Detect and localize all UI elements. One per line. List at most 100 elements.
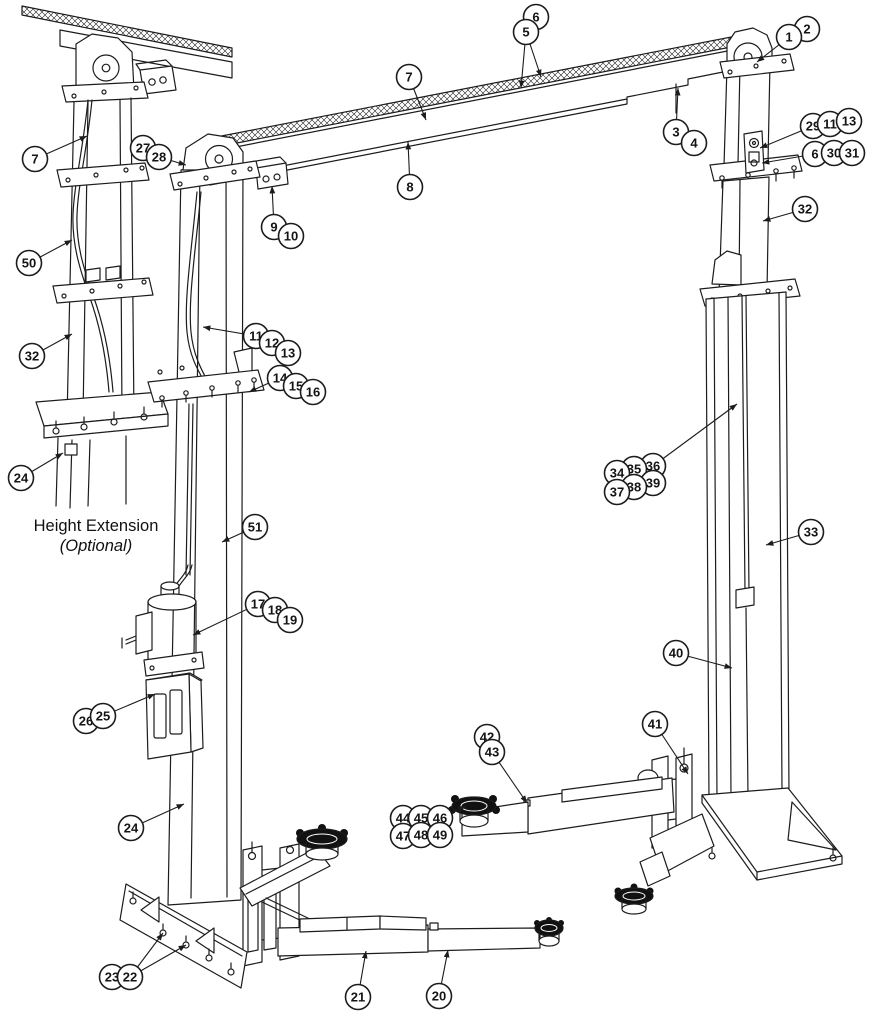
left-carriage-and-arms bbox=[119, 824, 564, 989]
svg-text:11: 11 bbox=[823, 117, 837, 132]
callout-31-14: 31 bbox=[838, 139, 866, 167]
svg-text:6: 6 bbox=[532, 10, 539, 25]
callout-6-12: 6 bbox=[801, 140, 829, 168]
svg-text:48: 48 bbox=[414, 828, 428, 843]
callout-25-42: 25 bbox=[89, 702, 117, 730]
svg-text:3: 3 bbox=[672, 125, 679, 140]
svg-text:28: 28 bbox=[152, 150, 166, 165]
right-base-and-arms bbox=[448, 747, 843, 915]
svg-text:50: 50 bbox=[22, 256, 36, 271]
callout-50-20: 50 bbox=[15, 249, 43, 277]
callout-48-50: 48 bbox=[407, 821, 435, 849]
callout-22-54: 22 bbox=[116, 963, 144, 991]
right-post-pulley bbox=[719, 27, 795, 79]
svg-text:21: 21 bbox=[351, 990, 365, 1005]
callout-37-33: 37 bbox=[603, 478, 631, 506]
callout-32-24: 32 bbox=[18, 342, 46, 370]
svg-text:27: 27 bbox=[136, 141, 150, 156]
svg-text:24: 24 bbox=[14, 471, 29, 486]
svg-text:4: 4 bbox=[690, 136, 698, 151]
svg-text:13: 13 bbox=[281, 346, 295, 361]
top-beam bbox=[205, 31, 758, 190]
lift-artwork bbox=[21, 5, 843, 989]
callout-21-55: 21 bbox=[344, 983, 372, 1011]
svg-text:10: 10 bbox=[284, 229, 298, 244]
svg-text:43: 43 bbox=[485, 745, 499, 760]
svg-text:40: 40 bbox=[669, 646, 683, 661]
svg-text:38: 38 bbox=[627, 480, 641, 495]
svg-text:8: 8 bbox=[406, 180, 413, 195]
svg-text:31: 31 bbox=[845, 146, 859, 161]
power-unit bbox=[121, 564, 205, 760]
svg-text:49: 49 bbox=[433, 828, 447, 843]
callout-28-11: 28 bbox=[145, 143, 173, 171]
svg-text:7: 7 bbox=[31, 152, 38, 167]
callout-1-3: 1 bbox=[775, 23, 803, 51]
callout-7-15: 7 bbox=[21, 145, 49, 173]
diagram-labels: Height Extension (Optional) bbox=[34, 517, 159, 555]
svg-text:25: 25 bbox=[96, 709, 110, 724]
svg-text:32: 32 bbox=[25, 349, 39, 364]
callout-49-51: 49 bbox=[426, 821, 454, 849]
svg-text:16: 16 bbox=[306, 385, 320, 400]
svg-text:26: 26 bbox=[79, 714, 93, 729]
height-extension-label: Height Extension bbox=[34, 517, 159, 535]
svg-text:19: 19 bbox=[283, 613, 297, 628]
callout-43-45: 43 bbox=[478, 738, 506, 766]
callout-40-40: 40 bbox=[662, 639, 690, 667]
callout-8-16: 8 bbox=[396, 173, 424, 201]
svg-text:36: 36 bbox=[646, 459, 660, 474]
callout-19-39: 19 bbox=[276, 606, 304, 634]
callout-24-34: 24 bbox=[7, 464, 35, 492]
svg-text:9: 9 bbox=[270, 220, 277, 235]
svg-text:22: 22 bbox=[123, 970, 137, 985]
svg-text:15: 15 bbox=[289, 379, 303, 394]
svg-text:1: 1 bbox=[785, 30, 792, 45]
svg-text:29: 29 bbox=[806, 119, 820, 134]
svg-text:44: 44 bbox=[396, 811, 411, 826]
svg-text:33: 33 bbox=[804, 525, 818, 540]
svg-text:32: 32 bbox=[798, 202, 812, 217]
height-extension-assembly bbox=[21, 5, 233, 509]
svg-text:47: 47 bbox=[396, 829, 410, 844]
right-post bbox=[699, 61, 803, 802]
svg-text:20: 20 bbox=[432, 989, 446, 1004]
callout-24-52: 24 bbox=[117, 814, 145, 842]
svg-text:37: 37 bbox=[610, 485, 624, 500]
callout-7-4: 7 bbox=[395, 63, 423, 91]
left-post-pulley bbox=[169, 133, 261, 191]
callout-41-43: 41 bbox=[641, 710, 669, 738]
svg-text:39: 39 bbox=[646, 476, 660, 491]
svg-text:7: 7 bbox=[405, 70, 412, 85]
svg-text:17: 17 bbox=[251, 597, 265, 612]
callout-16-27: 16 bbox=[299, 378, 327, 406]
callout-44-46: 44 bbox=[389, 804, 417, 832]
callout-33-36: 33 bbox=[797, 518, 825, 546]
svg-text:6: 6 bbox=[811, 147, 818, 162]
svg-text:13: 13 bbox=[842, 114, 856, 129]
svg-text:30: 30 bbox=[827, 146, 841, 161]
callout-13-9: 13 bbox=[835, 107, 863, 135]
svg-text:2: 2 bbox=[803, 22, 810, 37]
callout-leader-36 bbox=[652, 403, 738, 467]
callout-32-17: 32 bbox=[791, 195, 819, 223]
callout-51-35: 51 bbox=[241, 513, 269, 541]
svg-text:35: 35 bbox=[627, 462, 641, 477]
callout-13-23: 13 bbox=[274, 339, 302, 367]
svg-text:51: 51 bbox=[248, 520, 262, 535]
svg-text:24: 24 bbox=[124, 821, 139, 836]
svg-text:46: 46 bbox=[433, 811, 447, 826]
callout-4-6: 4 bbox=[680, 129, 708, 157]
svg-text:12: 12 bbox=[265, 336, 279, 351]
callout-5-1: 5 bbox=[512, 18, 540, 46]
svg-text:41: 41 bbox=[648, 717, 662, 732]
optional-label: (Optional) bbox=[60, 537, 132, 555]
svg-text:23: 23 bbox=[105, 970, 119, 985]
svg-text:5: 5 bbox=[522, 25, 529, 40]
callout-10-19: 10 bbox=[277, 222, 305, 250]
callout-20-56: 20 bbox=[425, 982, 453, 1010]
svg-text:34: 34 bbox=[610, 466, 625, 481]
